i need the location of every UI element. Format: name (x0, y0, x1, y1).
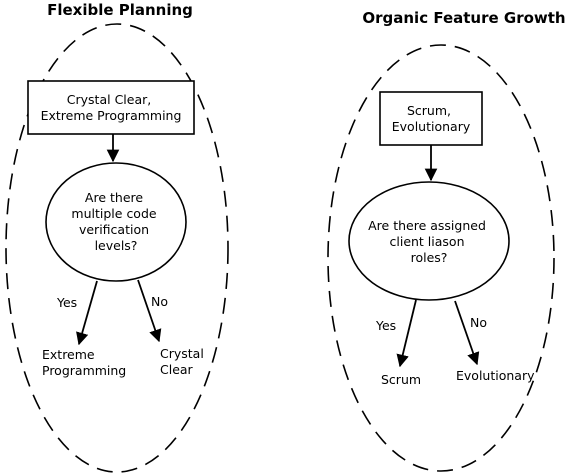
right-start-box (379, 91, 483, 146)
organic-feature-growth-boundary (327, 44, 555, 472)
right-yes-outcome: Scrum (381, 372, 421, 387)
left-start-box-label: Crystal Clear, Extreme Programming (41, 92, 182, 123)
left-question-line-1: Are there (85, 190, 143, 205)
left-no-label: No (151, 294, 168, 309)
right-question-label: Are there assigned client liason roles? (368, 218, 490, 265)
flexible-planning-group: Flexible Planning Crystal Clear, Extreme… (5, 1, 229, 473)
right-question-node (348, 181, 510, 301)
left-question-line-3: verification (79, 222, 149, 237)
left-start-box-line-2: Extreme Programming (41, 108, 182, 123)
right-yes-label: Yes (375, 318, 396, 333)
left-start-box (27, 80, 195, 135)
right-start-box-label: Scrum, Evolutionary (392, 103, 471, 134)
right-question-line-1: Are there assigned (368, 218, 486, 233)
left-yes-arrow (76, 280, 98, 346)
organic-feature-growth-title: Organic Feature Growth (362, 9, 565, 27)
left-question-node (45, 162, 187, 282)
right-no-arrow (454, 300, 480, 366)
right-no-outcome-line-1: Evolutionary (456, 368, 535, 383)
left-yes-outcome-line-1: Extreme (42, 347, 95, 362)
left-question-label: Are there multiple code verification lev… (71, 190, 160, 253)
right-question-line-2: client liason (390, 234, 465, 249)
organic-feature-growth-group: Organic Feature Growth Scrum, Evolutiona… (327, 9, 566, 472)
left-no-outcome-line-2: Clear (160, 362, 194, 377)
right-yes-outcome-line-1: Scrum (381, 372, 421, 387)
left-question-line-2: multiple code (71, 206, 156, 221)
right-no-outcome: Evolutionary (456, 368, 535, 383)
flexible-planning-title: Flexible Planning (47, 1, 193, 19)
left-no-outcome-line-1: Crystal (160, 346, 204, 361)
left-no-outcome: Crystal Clear (160, 346, 208, 377)
left-start-box-line-1: Crystal Clear, (67, 92, 151, 107)
right-yes-arrow (396, 299, 417, 368)
left-question-line-4: levels? (95, 238, 138, 253)
right-no-label: No (470, 315, 487, 330)
right-question-line-3: roles? (411, 250, 448, 265)
right-start-box-line-2: Evolutionary (392, 119, 471, 134)
flexible-planning-boundary (5, 23, 229, 473)
left-yes-label: Yes (56, 295, 77, 310)
left-no-arrow (137, 279, 162, 343)
right-start-box-line-1: Scrum, (407, 103, 451, 118)
left-yes-outcome: Extreme Programming (42, 347, 126, 378)
left-yes-outcome-line-2: Programming (42, 363, 126, 378)
